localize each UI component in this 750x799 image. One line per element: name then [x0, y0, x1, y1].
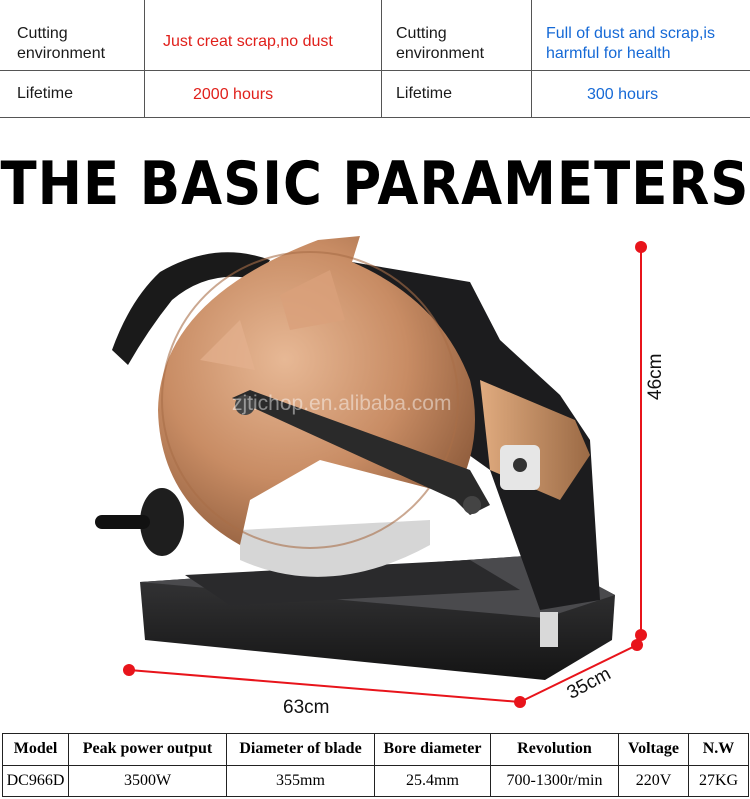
right-lifetime-label: Lifetime — [396, 85, 453, 102]
cut-off-saw-image: zjtichop.en.alibaba.com — [95, 236, 647, 708]
spec-table: Model Peak power output Diameter of blad… — [2, 733, 749, 797]
right-environment-value: Full of dust and scrap,is harmful for he… — [546, 25, 715, 62]
left-lifetime-value: 2000 hours — [193, 86, 274, 103]
header-cell: Diameter of blade — [226, 733, 375, 766]
table-divider — [531, 0, 532, 118]
left-lifetime-label: Lifetime — [17, 85, 74, 102]
right-lifetime-value: 300 hours — [587, 86, 659, 103]
table-header-row: Model Peak power output Diameter of blad… — [2, 733, 749, 766]
width-dimension-label: 63cm — [283, 697, 330, 718]
header-cell: Revolution — [490, 733, 619, 766]
left-environment-value: Just creat scrap,no dust — [163, 33, 333, 50]
page-title: THE BASIC PARAMETERS — [0, 150, 750, 219]
comparison-table: Cutting environment Just creat scrap,no … — [0, 0, 750, 118]
table-cell: 25.4mm — [374, 764, 491, 797]
table-divider — [381, 0, 382, 118]
header-cell: Voltage — [618, 733, 689, 766]
table-cell: 27KG — [688, 764, 749, 797]
header-cell: N.W — [688, 733, 749, 766]
right-environment-label: Cutting environment — [396, 25, 485, 62]
table-cell: DC966D — [2, 764, 69, 797]
left-environment-label: Cutting environment — [17, 25, 106, 62]
height-dimension-label: 46cm — [645, 353, 666, 400]
table-cell: 220V — [618, 764, 689, 797]
table-cell: 355mm — [226, 764, 375, 797]
header-cell: Model — [2, 733, 69, 766]
table-row: DC966D 3500W 355mm 25.4mm 700-1300r/min … — [2, 764, 749, 797]
header-cell: Peak power output — [68, 733, 227, 766]
table-divider — [0, 70, 750, 71]
product-illustration: zjtichop.en.alibaba.com 46cm 63cm 35cm — [0, 225, 750, 730]
table-divider — [144, 0, 145, 118]
table-cell: 700-1300r/min — [490, 764, 619, 797]
table-cell: 3500W — [68, 764, 227, 797]
header-cell: Bore diameter — [374, 733, 491, 766]
watermark-text: zjtichop.en.alibaba.com — [232, 392, 451, 415]
